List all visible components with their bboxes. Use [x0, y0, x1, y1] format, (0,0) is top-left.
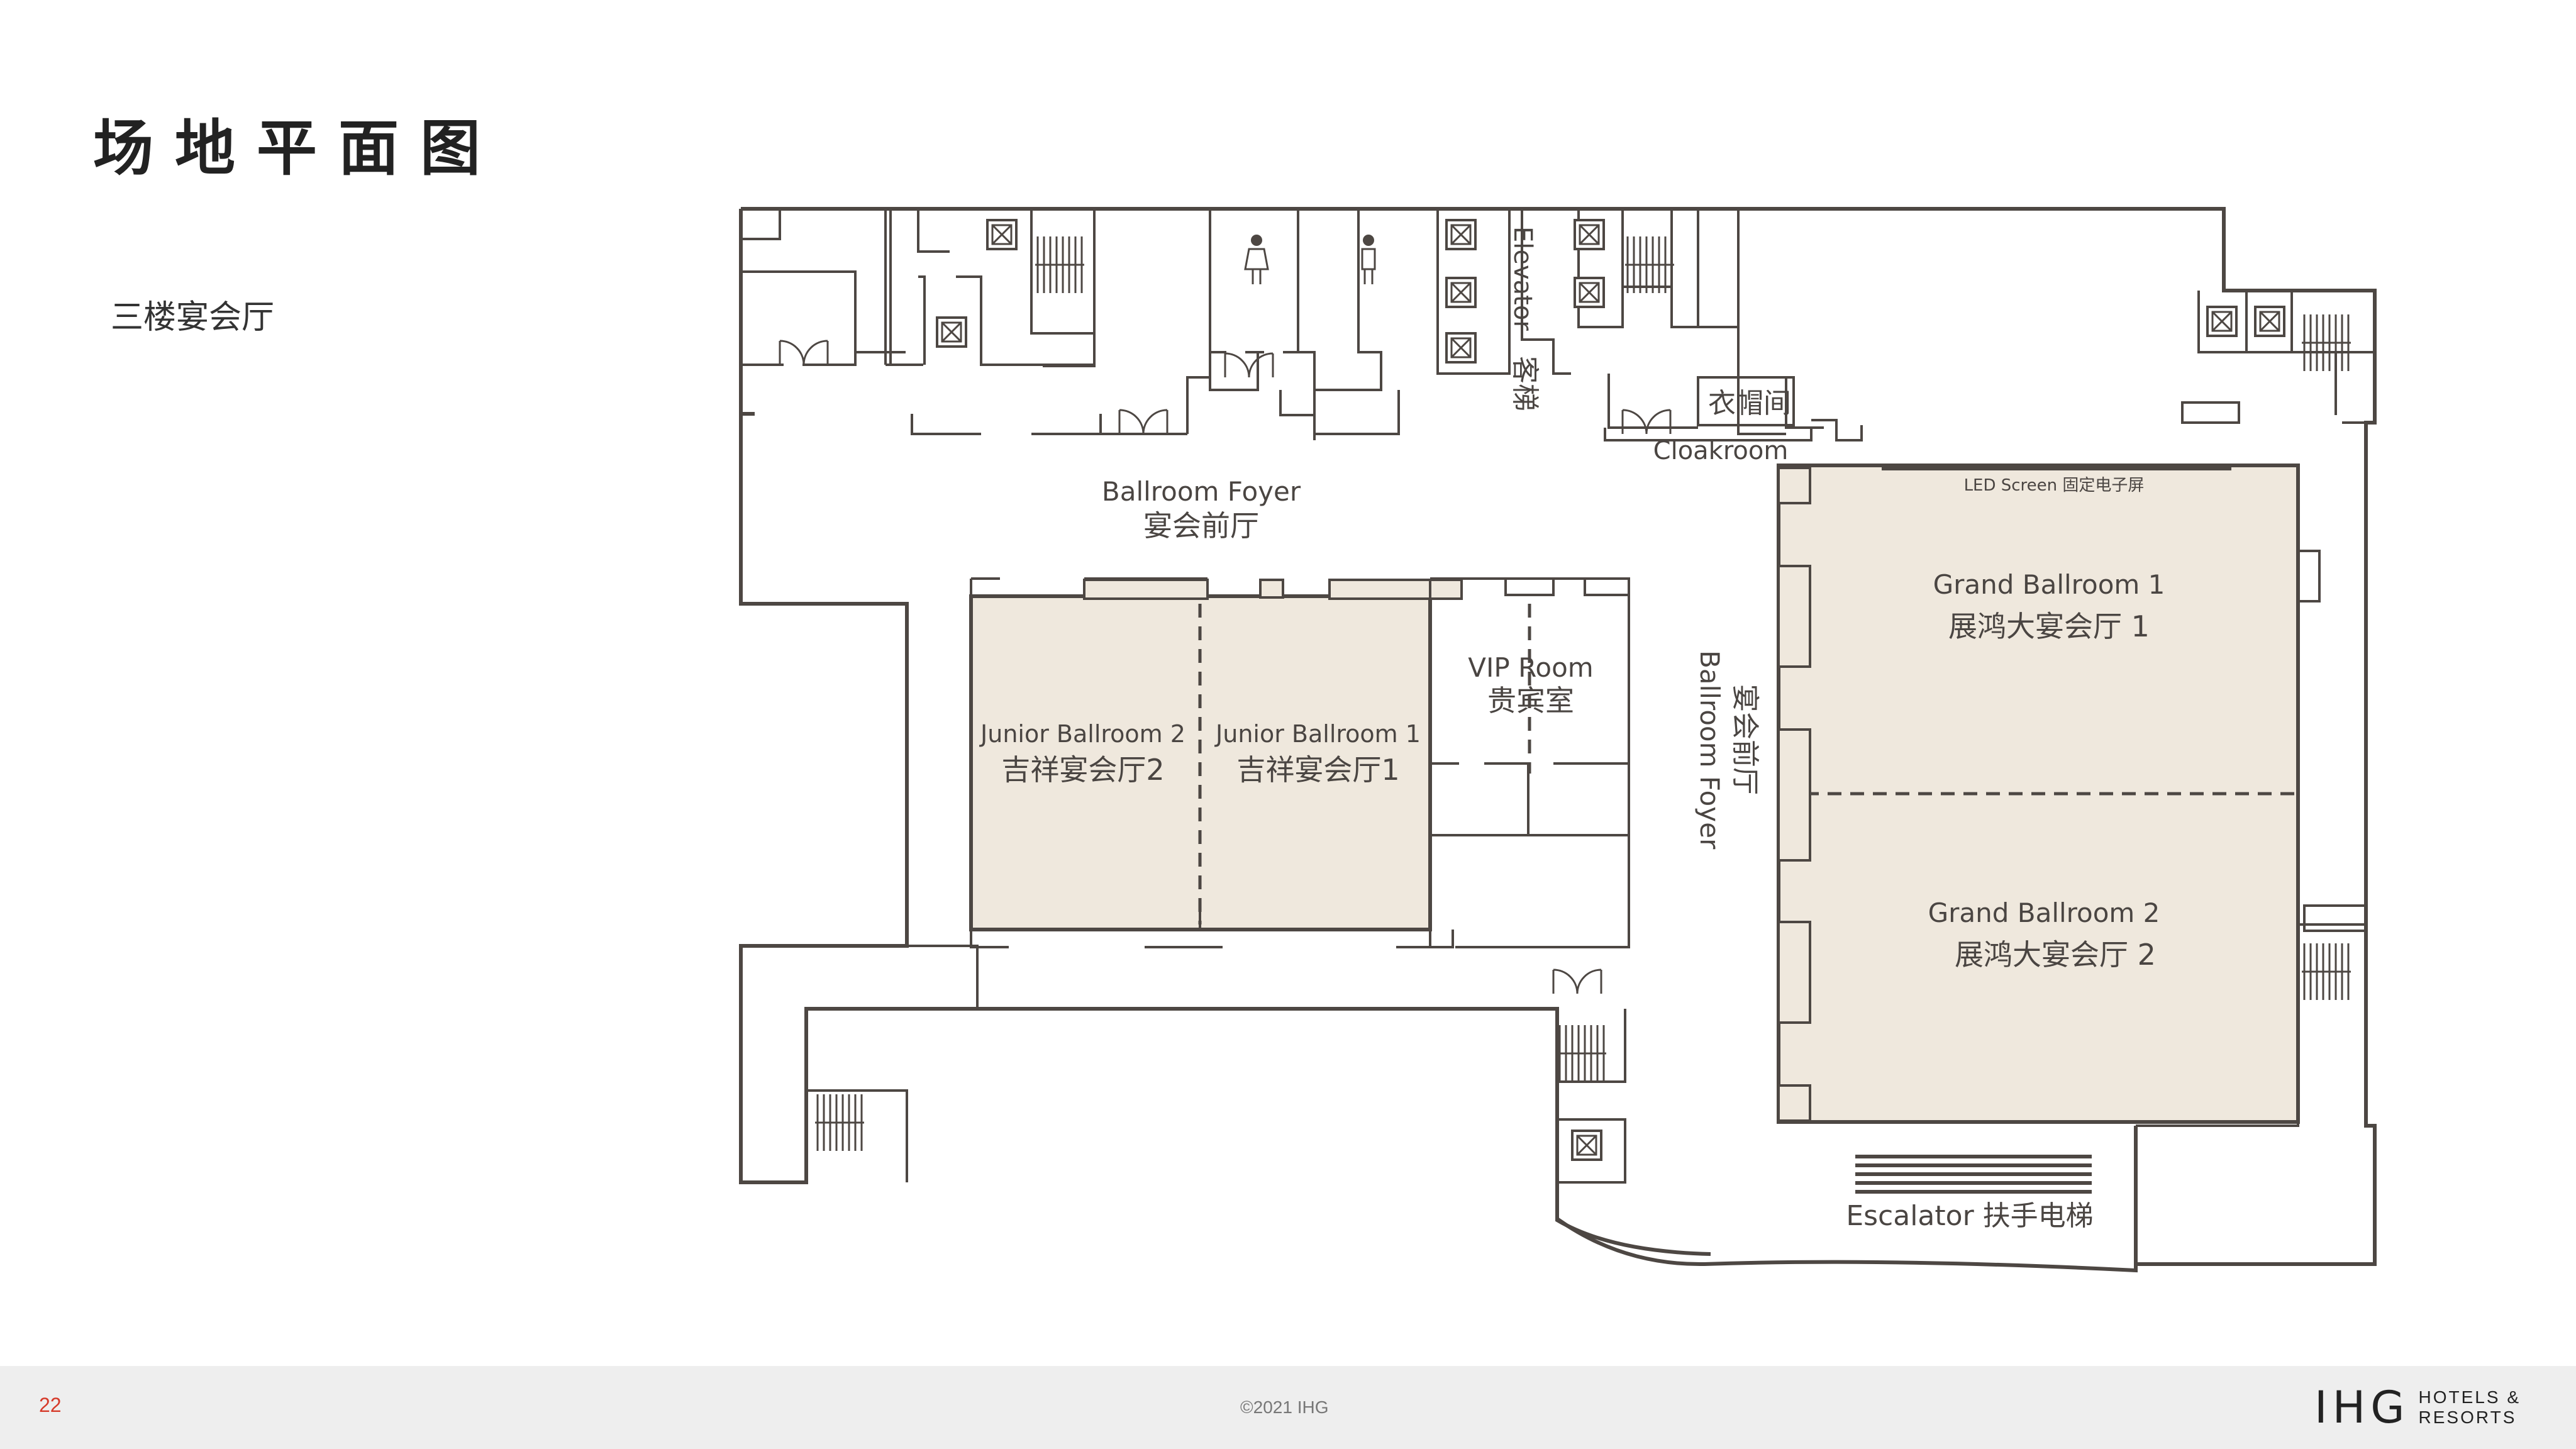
page-subtitle: 三楼宴会厅 — [111, 299, 275, 336]
vip-room — [1429, 577, 1630, 948]
vip-room-cn: 贵宾室 — [1487, 684, 1574, 718]
logo-mark: IHG — [2314, 1382, 2410, 1433]
grand-ballrooms — [1777, 464, 2366, 1127]
female-restroom-icon — [1244, 235, 1269, 284]
junior-ballroom-2-cn: 吉祥宴会厅2 — [1001, 753, 1164, 787]
junior-ballroom-1-en: Junior Ballroom 1 — [1214, 720, 1421, 748]
lower-corridor — [806, 904, 2367, 1264]
male-restroom-icon — [1361, 235, 1376, 284]
service-area — [741, 209, 2375, 1161]
cloakroom-label-en: Cloakroom — [1653, 436, 1789, 465]
grand-ballroom-1-en: Grand Ballroom 1 — [1933, 569, 2165, 600]
copyright: ©2021 IHG — [1240, 1397, 1329, 1417]
foyer-label-cn: 宴会前厅 — [1143, 509, 1259, 543]
elevator-label-en: Elevator — [1508, 226, 1537, 331]
elevator-label-cn: 客梯 — [1509, 356, 1541, 411]
junior-ballrooms — [969, 577, 1463, 948]
escalator-graphic — [1855, 1155, 2092, 1194]
foyer-label-en: Ballroom Foyer — [1102, 476, 1301, 507]
grand-ballroom-1-cn: 展鸿大宴会厅 1 — [1948, 609, 2150, 643]
foyer-side-label-en: Ballroom Foyer — [1694, 650, 1725, 850]
escalator-label: Escalator 扶手电梯 — [1846, 1200, 2093, 1232]
grand-ballroom-2-en: Grand Ballroom 2 — [1928, 897, 2160, 928]
foyer-side-label-cn: 宴会前厅 — [1729, 684, 1761, 795]
page-title: 场地平面图 — [93, 113, 502, 184]
vip-room-en: VIP Room — [1468, 652, 1593, 683]
floorplan-labels: Ballroom Foyer 宴会前厅 Junior Ballroom 2 吉祥… — [979, 226, 2165, 1232]
logo-line-2: RESORTS — [2418, 1407, 2517, 1427]
junior-ballroom-2-en: Junior Ballroom 2 — [979, 720, 1185, 748]
floor-plan: .w { fill:none; stroke:#4d4743; stroke-w… — [739, 207, 2377, 1273]
footer-bar: 22 ©2021 IHG IHG HOTELS & RESORTS — [0, 1366, 2576, 1449]
page-number: 22 — [39, 1394, 62, 1416]
ihg-logo: IHG HOTELS & RESORTS — [2314, 1385, 2521, 1430]
junior-ballroom-1-cn: 吉祥宴会厅1 — [1236, 753, 1399, 787]
cloakroom-label-cn: 衣帽间 — [1708, 387, 1791, 419]
logo-tagline: HOTELS & RESORTS — [2419, 1387, 2521, 1428]
led-screen-label: LED Screen 固定电子屏 — [1964, 476, 2145, 495]
logo-line-1: HOTELS & — [2418, 1387, 2521, 1407]
grand-ballroom-2-cn: 展鸿大宴会厅 2 — [1955, 938, 2156, 972]
